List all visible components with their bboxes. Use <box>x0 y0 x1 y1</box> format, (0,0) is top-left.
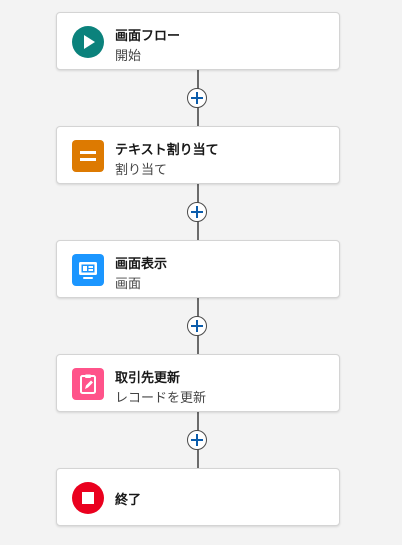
add-element-button-3[interactable] <box>187 316 207 336</box>
stop-icon <box>72 482 104 514</box>
node-subtitle: 画面 <box>115 277 142 292</box>
assignment-icon <box>72 140 104 172</box>
node-subtitle: 割り当て <box>115 163 168 178</box>
add-element-button-4[interactable] <box>187 430 207 450</box>
add-element-button-1[interactable] <box>187 88 207 108</box>
node-title: 終了 <box>115 493 142 508</box>
node-subtitle: 開始 <box>115 49 142 64</box>
flow-node-screen[interactable]: 画面表示 画面 <box>56 240 340 298</box>
add-element-icon <box>191 434 203 446</box>
add-element-icon <box>191 206 203 218</box>
flow-node-update-records[interactable]: 取引先更新 レコードを更新 <box>56 354 340 412</box>
node-title: 取引先更新 <box>115 371 181 386</box>
add-element-icon <box>191 320 203 332</box>
node-title: テキスト割り当て <box>115 143 219 158</box>
node-title: 画面表示 <box>115 257 168 272</box>
node-subtitle: レコードを更新 <box>115 391 207 406</box>
play-icon <box>72 26 104 58</box>
record-update-icon <box>72 368 104 400</box>
flow-node-assignment[interactable]: テキスト割り当て 割り当て <box>56 126 340 184</box>
flow-node-start[interactable]: 画面フロー 開始 <box>56 12 340 70</box>
flow-node-end[interactable]: 終了 <box>56 468 340 526</box>
screen-icon <box>72 254 104 286</box>
node-title: 画面フロー <box>115 29 181 44</box>
add-element-button-2[interactable] <box>187 202 207 222</box>
add-element-icon <box>191 92 203 104</box>
